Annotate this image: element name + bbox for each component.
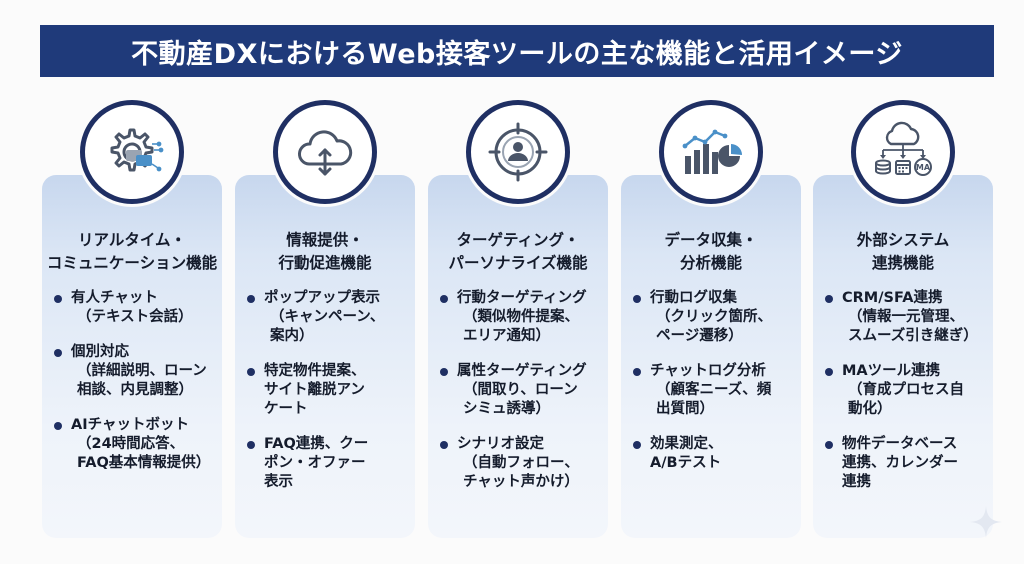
column-title: データ収集・ 分析機能 bbox=[664, 231, 758, 272]
list-item: FAQ連携、クー ポン・オファー 表示 bbox=[247, 435, 411, 492]
column-data-analysis: データ収集・ 分析機能 行動ログ収集（クリック箇所、 ページ遷移） チャットログ… bbox=[621, 175, 801, 538]
bullet-icon bbox=[440, 368, 448, 376]
list-item: ポップアップ表示（キャンペーン、 案内） bbox=[247, 289, 411, 346]
feature-list: CRM/SFA連携（情報一元管理、 スムーズ引き継ぎ） MAツール連携（育成プロ… bbox=[825, 289, 989, 508]
bullet-icon bbox=[247, 295, 255, 303]
list-item: 効果測定、 A/Bテスト bbox=[633, 435, 797, 473]
bullet-icon bbox=[440, 295, 448, 303]
bullet-icon bbox=[247, 441, 255, 449]
title-banner: 不動産DXにおけるWeb接客ツールの主な機能と活用イメージ bbox=[40, 25, 994, 77]
list-item: 個別対応（詳細説明、ローン 相談、内見調整） bbox=[54, 343, 218, 400]
column-external-integration: 外部システム 連携機能 CRM/SFA連携（情報一元管理、 スムーズ引き継ぎ） … bbox=[813, 175, 993, 538]
cloud-integration-icon: MA bbox=[851, 100, 955, 204]
target-user-icon bbox=[466, 100, 570, 204]
list-item: 物件データベース 連携、カレンダー 連携 bbox=[825, 435, 989, 492]
gear-chat-icon bbox=[80, 100, 184, 204]
column-title: リアルタイム・ コミュニケーション機能 bbox=[46, 231, 218, 272]
page-title: 不動産DXにおけるWeb接客ツールの主な機能と活用イメージ bbox=[131, 38, 903, 70]
column-title: 外部システム 連携機能 bbox=[856, 231, 950, 272]
list-item: 有人チャット（テキスト会話） bbox=[54, 289, 218, 327]
list-item: シナリオ設定（自動フォロー、 チャット声かけ） bbox=[440, 435, 604, 492]
feature-list: ポップアップ表示（キャンペーン、 案内） 特定物件提案、 サイト離脱アン ケート… bbox=[247, 289, 411, 508]
column-title: ターゲティング・ パーソナライズ機能 bbox=[448, 231, 588, 272]
ma-icon-label: MA bbox=[916, 163, 931, 172]
bullet-icon bbox=[54, 295, 62, 303]
cloud-sync-icon bbox=[273, 100, 377, 204]
bullet-icon bbox=[633, 368, 641, 376]
analytics-chart-icon bbox=[659, 100, 763, 204]
column-title: 情報提供・ 行動促進機能 bbox=[278, 231, 372, 272]
list-item: CRM/SFA連携（情報一元管理、 スムーズ引き継ぎ） bbox=[825, 289, 989, 346]
feature-list: 有人チャット（テキスト会話） 個別対応（詳細説明、ローン 相談、内見調整） AI… bbox=[54, 289, 218, 489]
list-item: MAツール連携（育成プロセス自 動化） bbox=[825, 362, 989, 419]
sparkle-icon bbox=[970, 506, 1002, 538]
bullet-icon bbox=[825, 368, 833, 376]
list-item: 行動ターゲティング（類似物件提案、 エリア通知） bbox=[440, 289, 604, 346]
bullet-icon bbox=[825, 295, 833, 303]
list-item: 行動ログ収集（クリック箇所、 ページ遷移） bbox=[633, 289, 797, 346]
list-item: 特定物件提案、 サイト離脱アン ケート bbox=[247, 362, 411, 419]
column-realtime-communication: リアルタイム・ コミュニケーション機能 有人チャット（テキスト会話） 個別対応（… bbox=[42, 175, 222, 538]
feature-list: 行動ターゲティング（類似物件提案、 エリア通知） 属性ターゲティング（間取り、ロ… bbox=[440, 289, 604, 508]
list-item: AIチャットボット（24時間応答、 FAQ基本情報提供） bbox=[54, 416, 218, 473]
list-item: 属性ターゲティング（間取り、ローン シミュ誘導） bbox=[440, 362, 604, 419]
bullet-icon bbox=[633, 295, 641, 303]
feature-list: 行動ログ収集（クリック箇所、 ページ遷移） チャットログ分析（顧客ニーズ、頻 出… bbox=[633, 289, 797, 489]
bullet-icon bbox=[247, 368, 255, 376]
bullet-icon bbox=[633, 441, 641, 449]
column-targeting-personalize: ターゲティング・ パーソナライズ機能 行動ターゲティング（類似物件提案、 エリア… bbox=[428, 175, 608, 538]
list-item: チャットログ分析（顧客ニーズ、頻 出質問） bbox=[633, 362, 797, 419]
bullet-icon bbox=[54, 422, 62, 430]
column-information-promotion: 情報提供・ 行動促進機能 ポップアップ表示（キャンペーン、 案内） 特定物件提案… bbox=[235, 175, 415, 538]
bullet-icon bbox=[54, 349, 62, 357]
bullet-icon bbox=[825, 441, 833, 449]
bullet-icon bbox=[440, 441, 448, 449]
